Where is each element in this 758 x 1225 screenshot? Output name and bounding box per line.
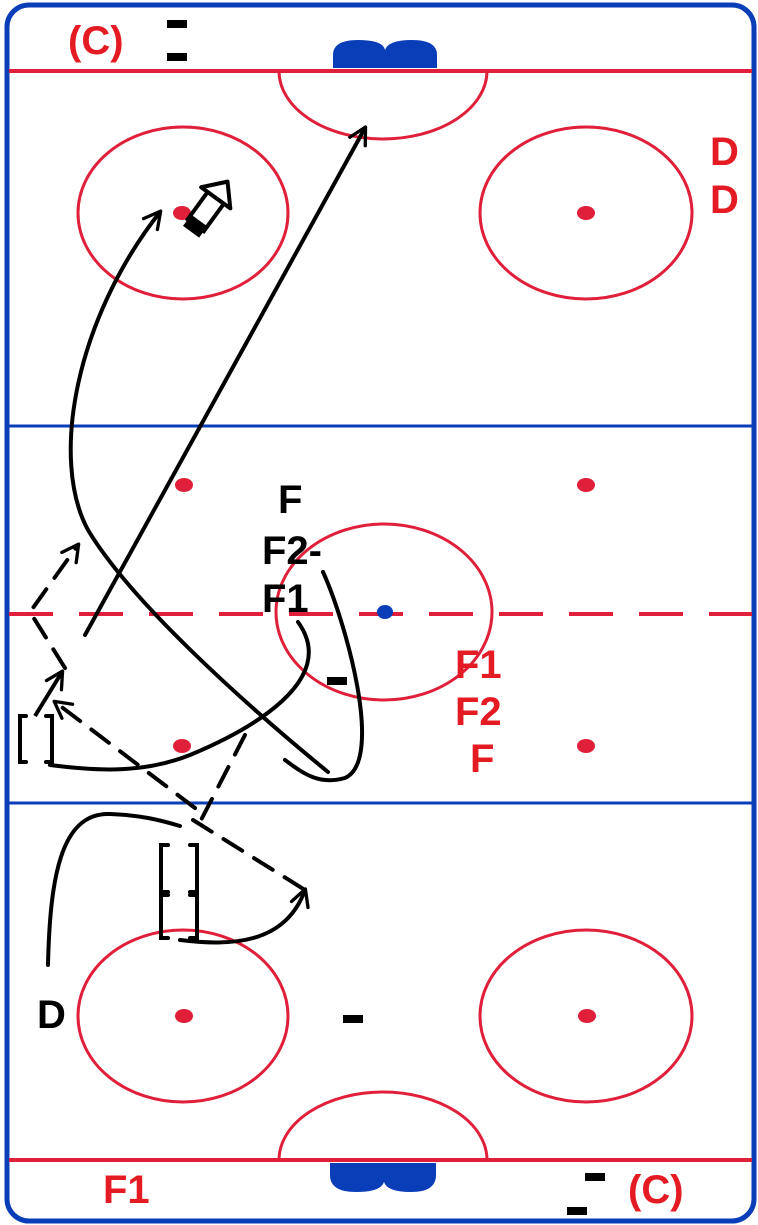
coach-label-bottom: (C) [628, 1168, 684, 1212]
faceoff-circle-top-right [478, 125, 694, 301]
skate-path-d-swing [46, 811, 182, 967]
skate-path-f1-loop [48, 620, 311, 772]
skate-path-up-arrow [33, 669, 65, 718]
faceoff-dot [175, 478, 193, 492]
pylon-icon [327, 677, 347, 685]
skate-path-curl-to-circle [68, 209, 330, 774]
faceoff-circle-center [274, 522, 494, 702]
pylon-icon [567, 1207, 587, 1215]
pivot-bracket-icon [18, 714, 54, 764]
player-f1-red-bottom: F1 [103, 1168, 150, 1212]
faceoff-dot [173, 206, 191, 220]
crease-top [277, 70, 489, 141]
net-icon [330, 1163, 436, 1192]
coach-label-top: (C) [68, 19, 124, 63]
faceoff-dot [577, 739, 595, 753]
player-f-black: F [278, 478, 302, 522]
player-f2-red: F2 [455, 690, 502, 734]
faceoff-dot [577, 478, 595, 492]
faceoff-dot [578, 1009, 596, 1023]
pylon-icon [343, 1015, 363, 1023]
pass-path-regroup [27, 542, 81, 670]
pylon-icon [585, 1173, 605, 1181]
player-f1-red: F1 [455, 643, 502, 687]
faceoff-circle-bottom-left [76, 928, 290, 1104]
player-f2-black: F2- [262, 529, 322, 573]
crease-bottom [277, 1090, 489, 1161]
pylon-icon [167, 53, 187, 61]
skate-path-f2-loop [283, 570, 365, 783]
center-dot [377, 605, 393, 619]
skate-path-d-turn [178, 887, 310, 945]
player-f1-black: F1 [262, 577, 309, 621]
pivot-bracket-icon [159, 843, 199, 940]
faceoff-circle-bottom-right [478, 928, 694, 1104]
faceoff-dot [173, 739, 191, 753]
shot-arrow-icon [182, 179, 233, 238]
faceoff-dot [175, 1009, 193, 1023]
player-d-black: D [37, 993, 66, 1037]
pass-path-d-to-f [52, 699, 197, 810]
skate-path-long-breakout [83, 125, 368, 637]
pass-path-d-reverse [191, 818, 307, 892]
faceoff-dot [577, 206, 595, 220]
player-d-red-2: D [710, 178, 739, 222]
pass-path-drop [198, 733, 247, 824]
player-f-red: F [470, 737, 494, 781]
pylon-icon [167, 20, 187, 28]
player-d-red-1: D [710, 130, 739, 174]
faceoff-circle-top-left [76, 125, 290, 301]
net-icon [333, 40, 437, 68]
